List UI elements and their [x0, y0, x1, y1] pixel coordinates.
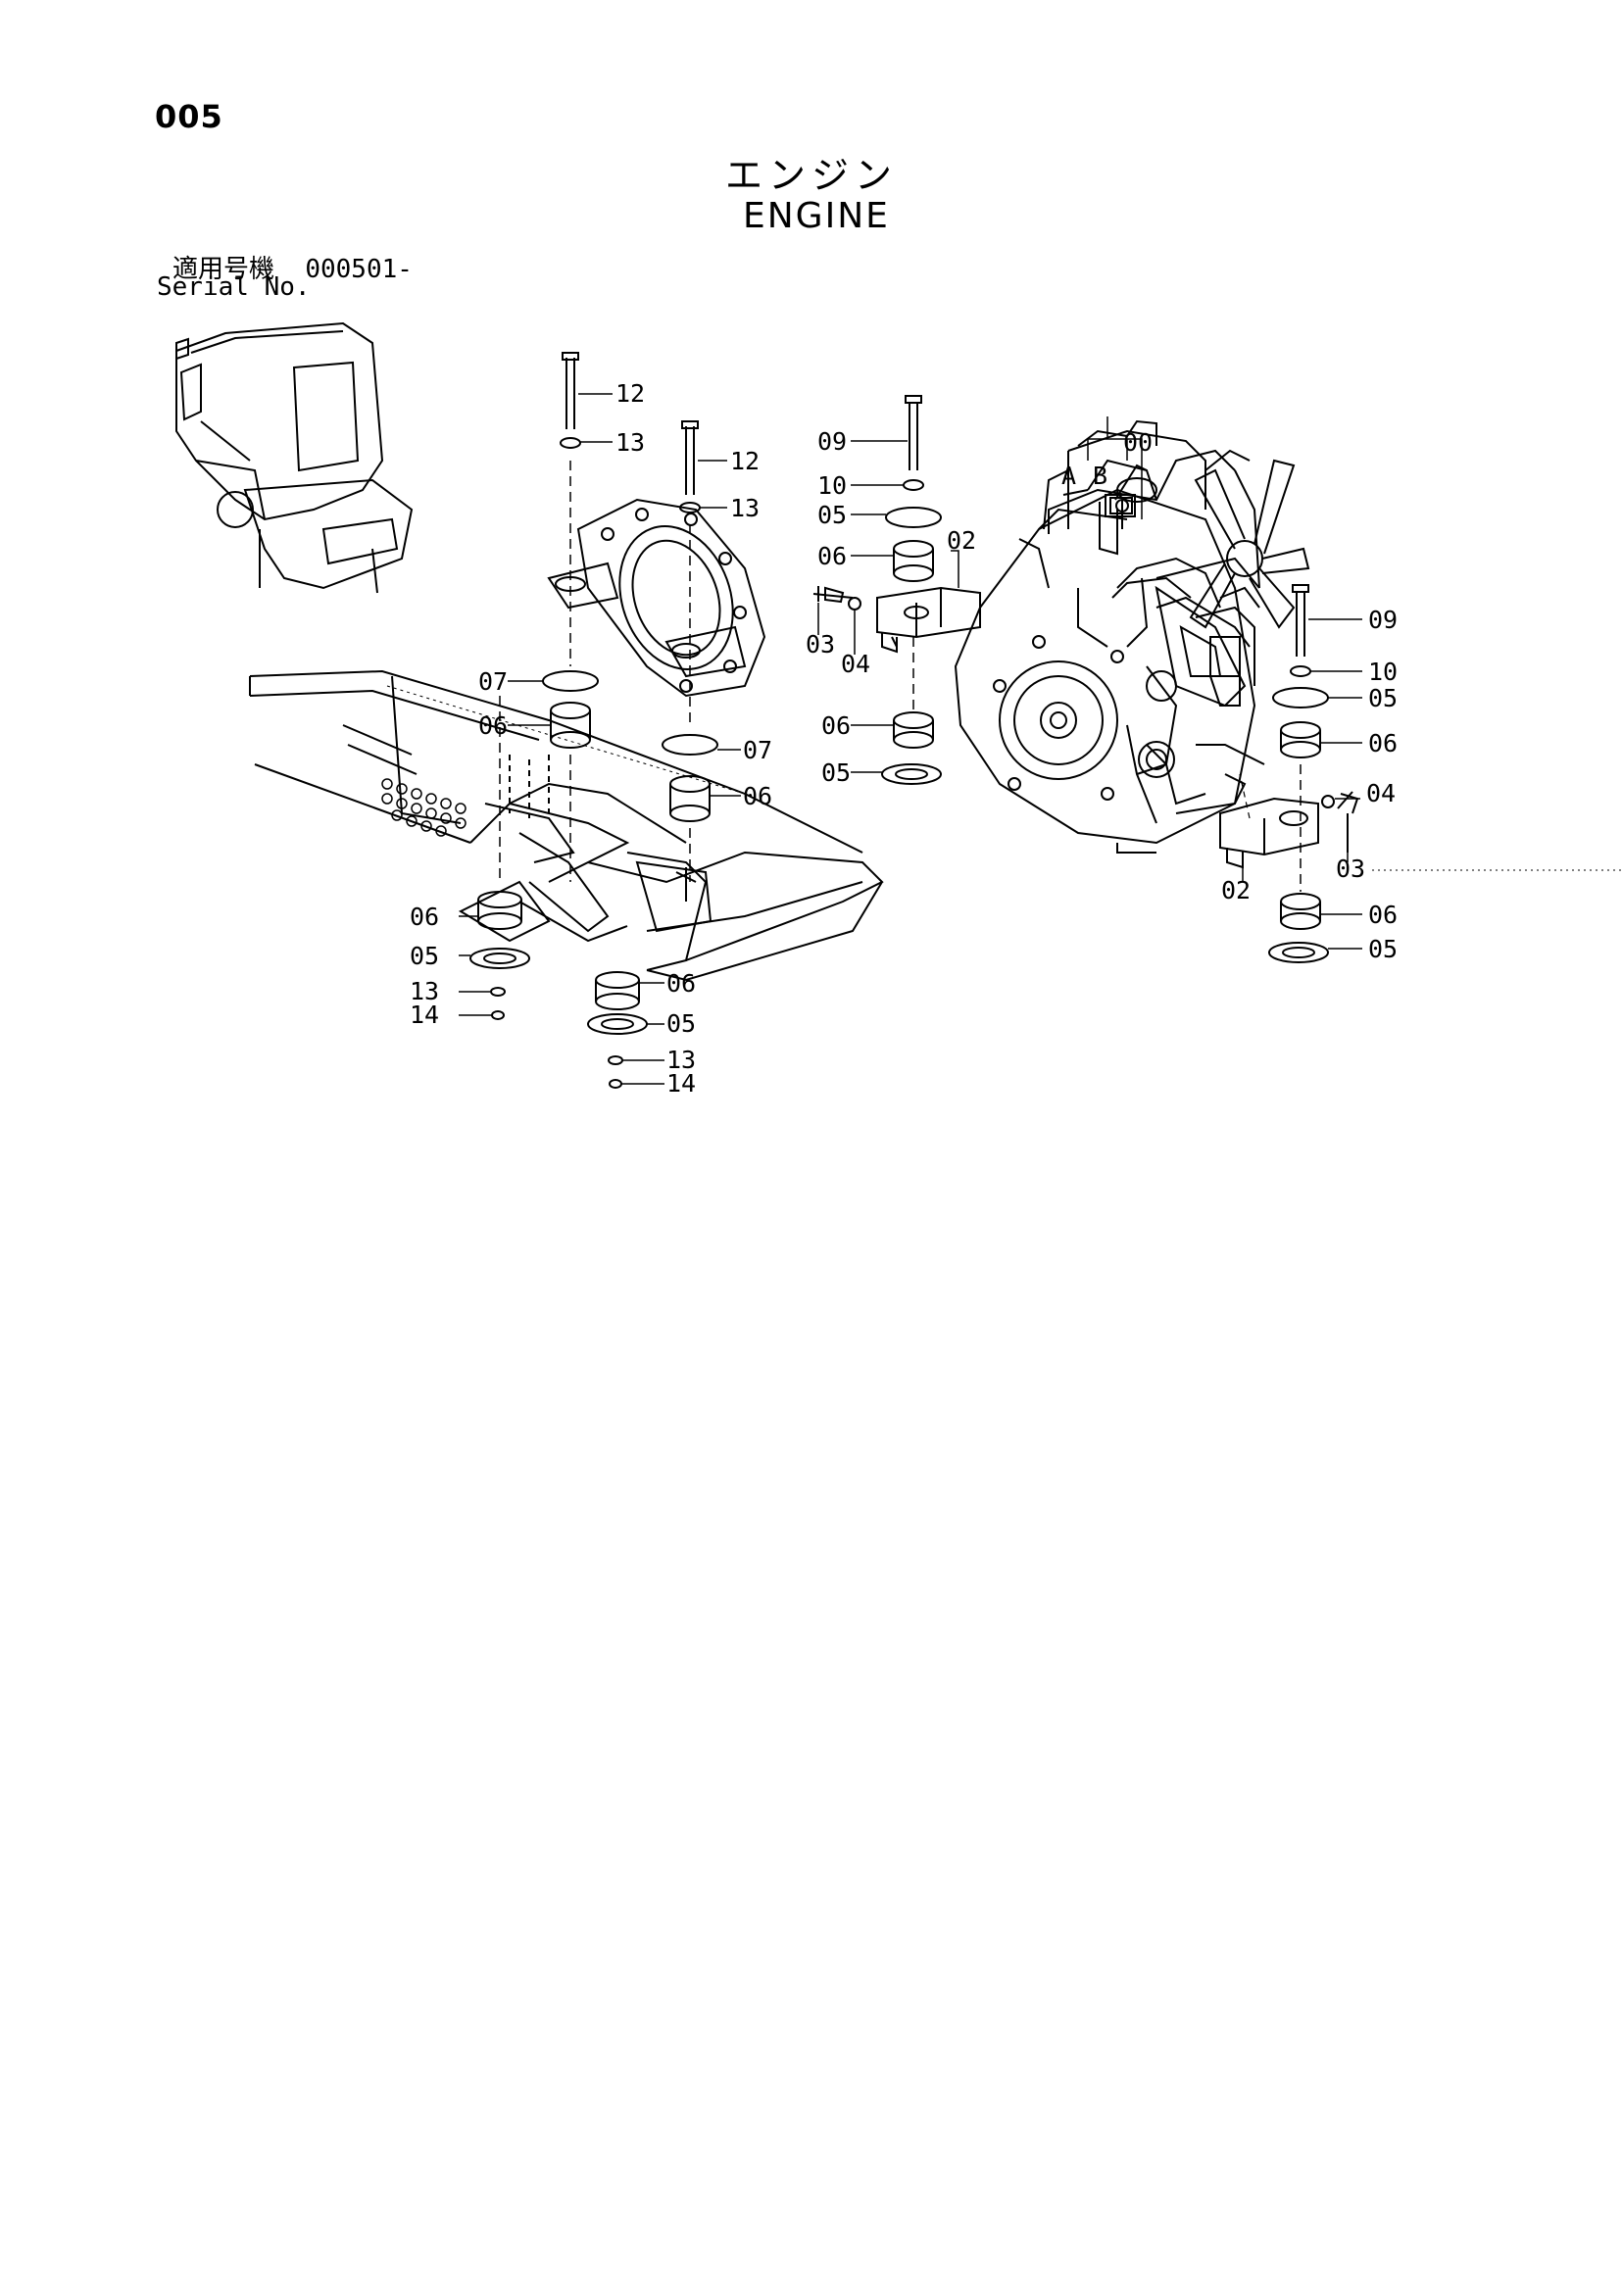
- callout-04-e: 04: [841, 650, 870, 678]
- bottom-mount-stack-b: [587, 971, 648, 1089]
- callout-14-c: 14: [410, 1001, 439, 1029]
- title-english: ENGINE: [743, 196, 890, 236]
- callout-07-b: 07: [743, 736, 772, 764]
- callout-05-d: 05: [666, 1009, 696, 1038]
- callout-06-b: 06: [743, 782, 772, 810]
- callout-12-a: 12: [615, 379, 645, 408]
- callout-02-g: 02: [1221, 876, 1251, 904]
- callout-03-e: 03: [806, 630, 835, 659]
- callout-09-g: 09: [1368, 606, 1398, 634]
- callout-10-e: 10: [817, 471, 847, 500]
- callout-03-g: 03: [1336, 855, 1365, 883]
- callout-labels: 12 13 12 13 07 06 07 06 06 05 13 14 06 0…: [410, 379, 1398, 1098]
- frame-holes: [381, 778, 467, 837]
- callout-14-d: 14: [666, 1069, 696, 1098]
- leader-lines: [459, 393, 1362, 1085]
- upper-center-mount-stack: [881, 395, 942, 785]
- callout-13-a: 13: [615, 428, 645, 457]
- right-mount-stack: [1268, 584, 1329, 963]
- callout-05-c: 05: [410, 942, 439, 970]
- excavator-thumbnail: [175, 321, 414, 594]
- callout-09-e: 09: [817, 427, 847, 456]
- engine-bracket-lower: [1196, 744, 1359, 869]
- callout-06-h: 06: [1368, 901, 1398, 929]
- engine-bracket-upper: [812, 586, 981, 654]
- cooling-fan: [1189, 459, 1310, 629]
- callout-05-e: 05: [817, 501, 847, 529]
- callout-04-g: 04: [1366, 779, 1396, 807]
- callout-06-c: 06: [410, 903, 439, 931]
- callout-B: B: [1093, 462, 1107, 490]
- callout-06-a: 06: [478, 711, 508, 740]
- callout-13-b: 13: [730, 494, 760, 522]
- callout-02-e: 02: [947, 526, 976, 555]
- serial-row: 適用号機 000501-: [172, 249, 413, 285]
- callout-13-c: 13: [410, 977, 439, 1005]
- flywheel-housing-bracket: [547, 498, 766, 698]
- serial-label-jp: 適用号機: [172, 255, 275, 284]
- serial-value: 000501-: [305, 255, 413, 284]
- machine-frame: [249, 669, 884, 982]
- callout-06-d: 06: [666, 969, 696, 998]
- callout-A: A: [1061, 462, 1076, 490]
- callout-05-h: 05: [1368, 935, 1398, 963]
- serial-label-en: Serial No.: [157, 272, 311, 302]
- callout-00: 00: [1123, 428, 1153, 457]
- leader-00: [1087, 416, 1143, 519]
- callout-13-d: 13: [666, 1046, 696, 1074]
- callout-05-g: 05: [1368, 684, 1398, 712]
- callout-07-a: 07: [478, 667, 508, 696]
- callout-06-e: 06: [817, 542, 847, 570]
- callout-05-f: 05: [821, 758, 851, 787]
- callout-06-f: 06: [821, 711, 851, 740]
- left-mount-stack-b: [662, 420, 718, 882]
- bottom-mount-stack-a: [469, 696, 530, 1020]
- title-japanese: エンジン: [725, 154, 899, 197]
- page-number: 005: [155, 98, 223, 135]
- callout-12-b: 12: [730, 447, 760, 475]
- callout-06-g: 06: [1368, 729, 1398, 757]
- left-mount-stack-a: [542, 352, 599, 882]
- engine-assembly: [954, 419, 1310, 854]
- callout-10-g: 10: [1368, 658, 1398, 686]
